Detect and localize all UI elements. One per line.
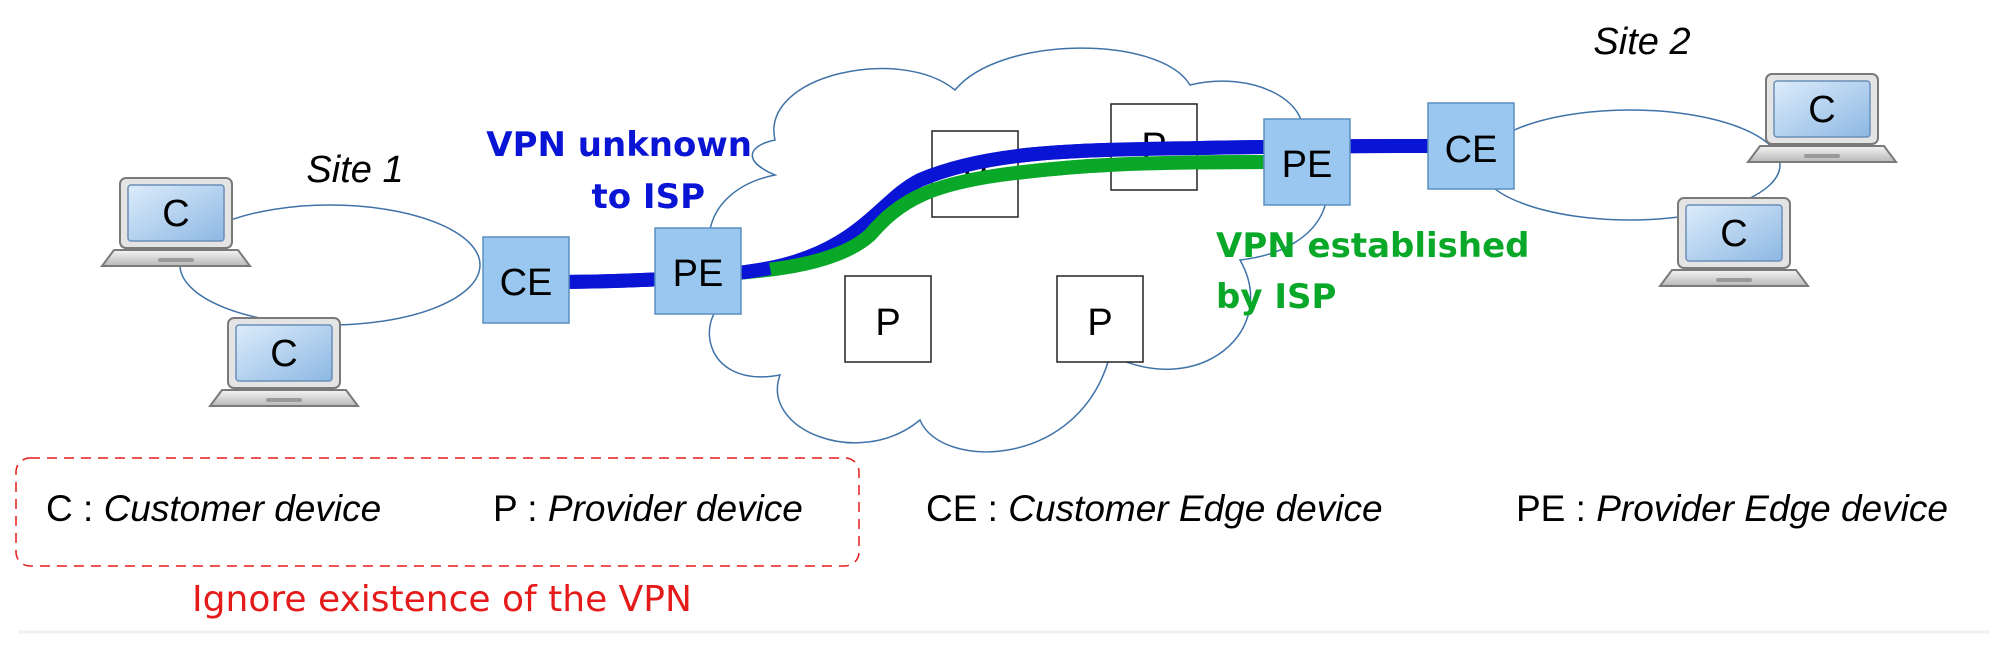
- legend-provider-edge-device: PE : Provider Edge device: [1516, 488, 1948, 529]
- site2-pe-device: PE: [1263, 118, 1351, 206]
- legend-customer-device: C : Customer device: [46, 488, 381, 529]
- site2-customer-device-2: C: [1659, 197, 1809, 287]
- site1-label: Site 1: [306, 149, 403, 191]
- legend-customer-edge-device: CE : Customer Edge device: [926, 488, 1383, 529]
- customer-label: C: [162, 193, 189, 235]
- site1-customer-device-1: C: [101, 177, 251, 267]
- site2-customer-device-1: C: [1747, 73, 1897, 163]
- pe-label: PE: [673, 253, 724, 295]
- site1-pe-device: PE: [654, 227, 742, 315]
- customer-label: C: [1808, 89, 1835, 131]
- ignore-vpn-note: Ignore existence of the VPN: [192, 579, 692, 620]
- site1-ce-device: CE: [482, 236, 570, 324]
- customer-label: C: [1720, 213, 1747, 255]
- vpn-unknown-label-line2: to ISP: [591, 177, 705, 217]
- site2-ce-device: CE: [1427, 102, 1515, 190]
- provider-device-3: P: [844, 275, 932, 363]
- ignore-vpn-group-box: [15, 457, 860, 567]
- vpn-established-label-line1: VPN established: [1216, 226, 1530, 266]
- ce-label: CE: [500, 262, 553, 304]
- vpn-unknown-label-line1: VPN unknown: [486, 125, 752, 165]
- pe-label: PE: [1282, 144, 1333, 186]
- provider-device-label: P: [875, 302, 900, 344]
- vpn-established-label-line2: by ISP: [1216, 277, 1336, 317]
- provider-device-label: P: [1087, 302, 1112, 344]
- site2-label: Site 2: [1593, 21, 1690, 63]
- provider-device-4: P: [1056, 275, 1144, 363]
- ce-label: CE: [1445, 129, 1498, 171]
- site1-customer-device-2: C: [209, 317, 359, 407]
- legend-provider-device: P : Provider device: [493, 488, 803, 529]
- customer-label: C: [270, 333, 297, 375]
